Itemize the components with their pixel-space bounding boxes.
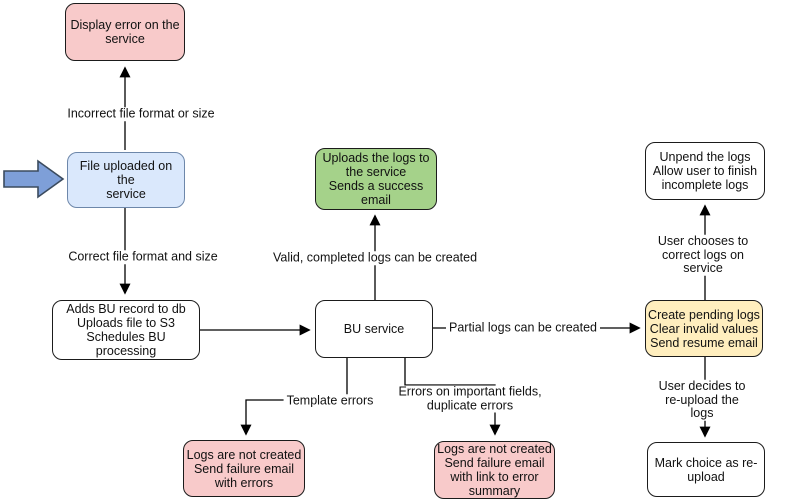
edge-label-user-corrects: User chooses to correct logs on service <box>654 234 752 276</box>
node-adds-bu-record: Adds BU record to db Uploads file to S3 … <box>52 300 200 360</box>
node-unpend-logs-label: Unpend the logs Allow user to finish inc… <box>652 150 758 192</box>
edge-label-valid-logs: Valid, completed logs can be created <box>269 251 481 265</box>
edge-label-partial-logs: Partial logs can be created <box>445 321 601 335</box>
node-logs-failure-errors-label: Logs are not created Send failure email … <box>186 447 302 490</box>
edge-label-template-errors: Template errors <box>283 394 377 408</box>
node-mark-reupload: Mark choice as re- upload <box>647 442 765 497</box>
node-logs-failure-errors: Logs are not created Send failure email … <box>183 440 305 497</box>
edge-label-correct-format: Correct file format and size <box>65 250 221 264</box>
node-create-pending-logs-label: Create pending logs Clear invalid values… <box>648 307 760 350</box>
node-bu-service: BU service <box>315 300 433 358</box>
node-logs-failure-summary-label: Logs are not created Send failure email … <box>437 442 552 498</box>
node-uploads-logs-success: Uploads the logs to the service Sends a … <box>315 148 437 210</box>
node-logs-failure-summary: Logs are not created Send failure email … <box>434 441 555 499</box>
edge-label-important-errors: Errors on important fields, duplicate er… <box>395 385 545 413</box>
edge-label-incorrect-format: Incorrect file format or size <box>64 107 218 121</box>
node-create-pending-logs: Create pending logs Clear invalid values… <box>645 300 763 357</box>
node-uploads-logs-success-label: Uploads the logs to the service Sends a … <box>322 151 430 207</box>
node-display-error-label: Display error on the service <box>70 18 180 46</box>
node-mark-reupload-label: Mark choice as re- upload <box>654 455 758 484</box>
node-bu-service-label: BU service <box>343 322 405 336</box>
node-display-error: Display error on the service <box>65 3 185 61</box>
entry-pointer-arrow-icon <box>3 159 65 199</box>
node-adds-bu-record-label: Adds BU record to db Uploads file to S3 … <box>66 302 186 358</box>
edge-label-user-reuploads: User decides to re-upload the logs <box>652 379 752 421</box>
node-file-uploaded: File uploaded on the service <box>67 152 185 208</box>
node-file-uploaded-label: File uploaded on the service <box>79 159 173 201</box>
node-unpend-logs: Unpend the logs Allow user to finish inc… <box>645 142 765 200</box>
